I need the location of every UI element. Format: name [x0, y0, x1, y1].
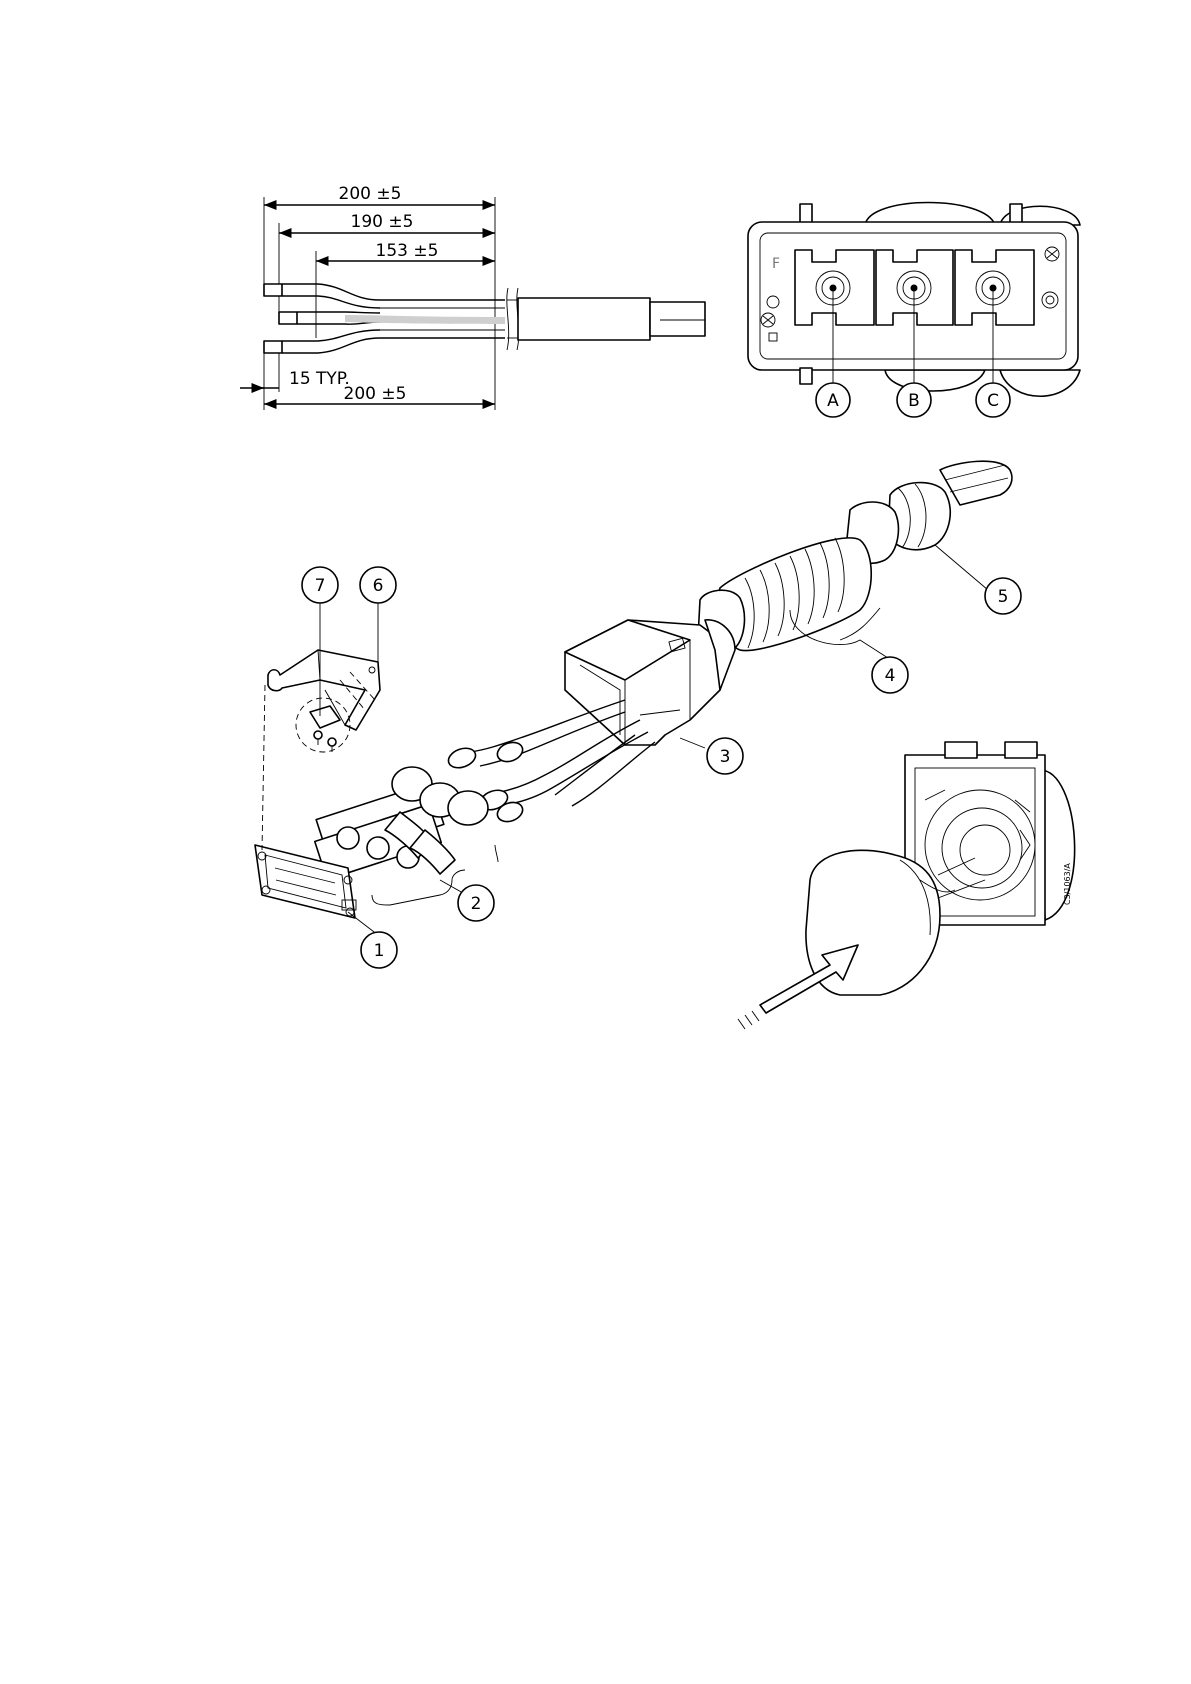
screw-detail-part [296, 698, 350, 752]
callout-5: 5 [985, 578, 1021, 614]
cable-dimension-drawing: 200 ±5 190 ±5 153 ±5 15 TYP. 200 ±5 [240, 184, 705, 410]
callout-1: 1 [361, 932, 397, 968]
svg-text:6: 6 [373, 576, 384, 596]
dim-inner: 153 ±5 [376, 241, 439, 261]
callout-7: 7 [302, 567, 338, 603]
socket-face-view: F A [748, 203, 1080, 418]
insertion-detail-view: C3/1063/A [738, 742, 1075, 1029]
svg-text:A: A [827, 391, 839, 411]
callout-2: 2 [458, 885, 494, 921]
svg-text:C: C [987, 391, 999, 411]
svg-text:3: 3 [720, 747, 731, 767]
cable-gland-part [846, 461, 1012, 563]
callout-4: 4 [872, 657, 908, 693]
svg-text:B: B [908, 391, 920, 411]
svg-text:1: 1 [374, 941, 385, 961]
connector-hood-part [565, 620, 735, 745]
callout-3: 3 [707, 738, 743, 774]
contact-cavity-a [795, 250, 874, 325]
figure-code: C3/1063/A [1063, 863, 1072, 905]
dim-overall-bottom: 200 ±5 [344, 384, 407, 404]
svg-text:5: 5 [998, 587, 1009, 607]
contact-cavity-c [955, 250, 1034, 325]
svg-text:4: 4 [885, 666, 896, 686]
svg-text:7: 7 [315, 576, 326, 596]
contact-cavity-b [876, 250, 953, 325]
dim-middle: 190 ±5 [351, 212, 414, 232]
dim-strip-length: 15 TYP. [289, 369, 350, 389]
callout-6: 6 [360, 567, 396, 603]
contact-label-b: B [897, 383, 931, 417]
contact-label-c: C [976, 383, 1010, 417]
socket-face-letter: F [772, 256, 780, 272]
svg-text:2: 2 [471, 894, 482, 914]
dim-overall-top: 200 ±5 [339, 184, 402, 204]
contact-label-a: A [816, 383, 850, 417]
alignment-line [262, 685, 265, 850]
